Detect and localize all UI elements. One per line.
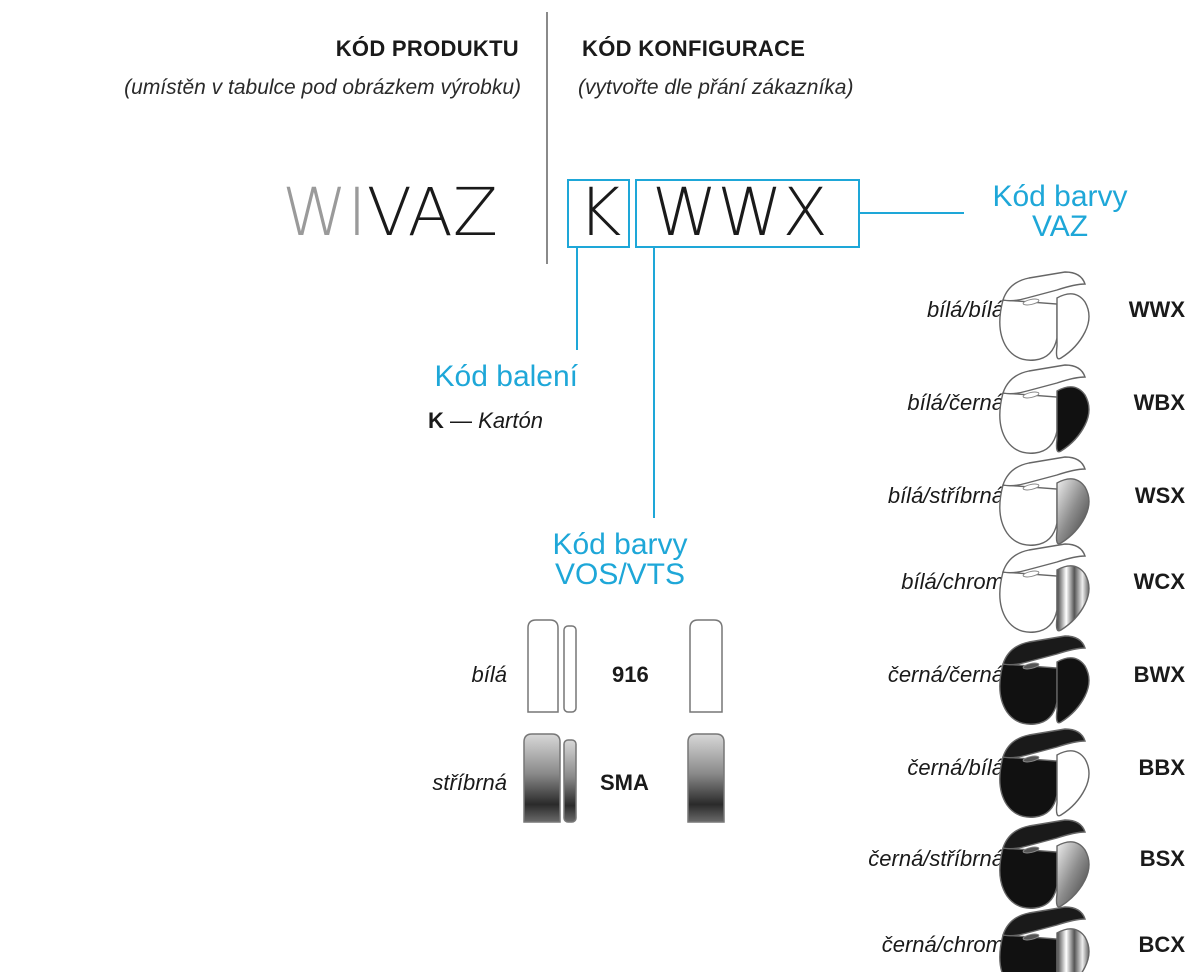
vaz-variant-name: černá/chrom bbox=[881, 932, 1004, 957]
packing-connector bbox=[576, 248, 578, 350]
vaz-variant-code: WWX bbox=[1128, 297, 1185, 322]
packing-code: K bbox=[578, 174, 622, 251]
vos-silver-sensor-icon bbox=[523, 733, 725, 823]
configuration-code-subtitle: (vytvořte dle přání zákazníka) bbox=[578, 76, 854, 99]
color-vos-connector bbox=[653, 248, 655, 518]
product-code-title: KÓD PRODUKTU bbox=[335, 36, 519, 61]
color-code-box bbox=[635, 179, 860, 248]
vaz-housing-icon bbox=[999, 543, 1090, 633]
vaz-housing-icon bbox=[999, 906, 1090, 972]
packing-code-box bbox=[567, 179, 630, 248]
packing-value: K — Kartón bbox=[428, 408, 543, 434]
vaz-housing-icon bbox=[999, 635, 1090, 725]
color-vos-label-line1: Kód barvy bbox=[552, 528, 688, 561]
vaz-variant-name: bílá/chrom bbox=[901, 569, 1004, 594]
color-vaz-label-line1: Kód barvy bbox=[992, 180, 1128, 213]
vos-variant-name: stříbrná bbox=[432, 770, 507, 795]
vaz-variant-name: černá/černá bbox=[887, 662, 1004, 687]
color-vos-label-line2: VOS/VTS bbox=[554, 558, 686, 591]
vaz-variant-name: bílá/stříbrná bbox=[887, 483, 1004, 508]
vaz-variant-code: BSX bbox=[1139, 846, 1185, 871]
product-code-prefix-dark: VAZ bbox=[366, 174, 499, 251]
packing-value-dash: — bbox=[450, 408, 473, 433]
vaz-variant-name: černá/bílá bbox=[907, 755, 1004, 780]
product-code-prefix-light: WI bbox=[282, 174, 367, 251]
color-vaz-label: Kód barvy VAZ bbox=[960, 182, 1160, 242]
vaz-housing-icon bbox=[999, 364, 1090, 454]
vaz-housing-icon bbox=[999, 456, 1090, 546]
color-vos-label: Kód barvy VOS/VTS bbox=[520, 530, 720, 590]
packing-value-code: K bbox=[428, 408, 444, 433]
vos-variant-code: 916 bbox=[612, 662, 649, 687]
vaz-variant-code: WBX bbox=[1133, 390, 1185, 415]
vaz-housing-icon bbox=[999, 271, 1090, 361]
vos-white-sensor-icon bbox=[527, 619, 723, 713]
vaz-housing-icon bbox=[999, 728, 1090, 818]
vaz-variant-code: BCX bbox=[1138, 932, 1185, 957]
vertical-divider bbox=[546, 12, 548, 264]
vos-variant-name: bílá bbox=[471, 662, 507, 687]
vaz-variant-code: WSX bbox=[1134, 483, 1185, 508]
vaz-variant-code: BBX bbox=[1138, 755, 1185, 780]
color-vaz-connector bbox=[860, 212, 964, 214]
vaz-variant-name: černá/stříbrná bbox=[868, 846, 1004, 871]
vaz-variant-code: BWX bbox=[1133, 662, 1185, 687]
color-vaz-label-line2: VAZ bbox=[1031, 210, 1089, 243]
packing-value-name: Kartón bbox=[478, 408, 543, 433]
vaz-housing-icon bbox=[999, 819, 1090, 909]
product-code-prefix: WIVAZ bbox=[282, 180, 498, 246]
vaz-variant-name: bílá/černá bbox=[907, 390, 1004, 415]
configuration-code-title: KÓD KONFIGURACE bbox=[582, 36, 806, 61]
product-code-subtitle: (umístěn v tabulce pod obrázkem výrobku) bbox=[124, 76, 521, 99]
vos-variant-code: SMA bbox=[600, 770, 649, 795]
packing-label: Kód balení bbox=[434, 360, 578, 393]
vaz-variant-code: WCX bbox=[1133, 569, 1185, 594]
color-code: WWX bbox=[652, 174, 828, 251]
vaz-variant-name: bílá/bílá bbox=[926, 297, 1004, 322]
